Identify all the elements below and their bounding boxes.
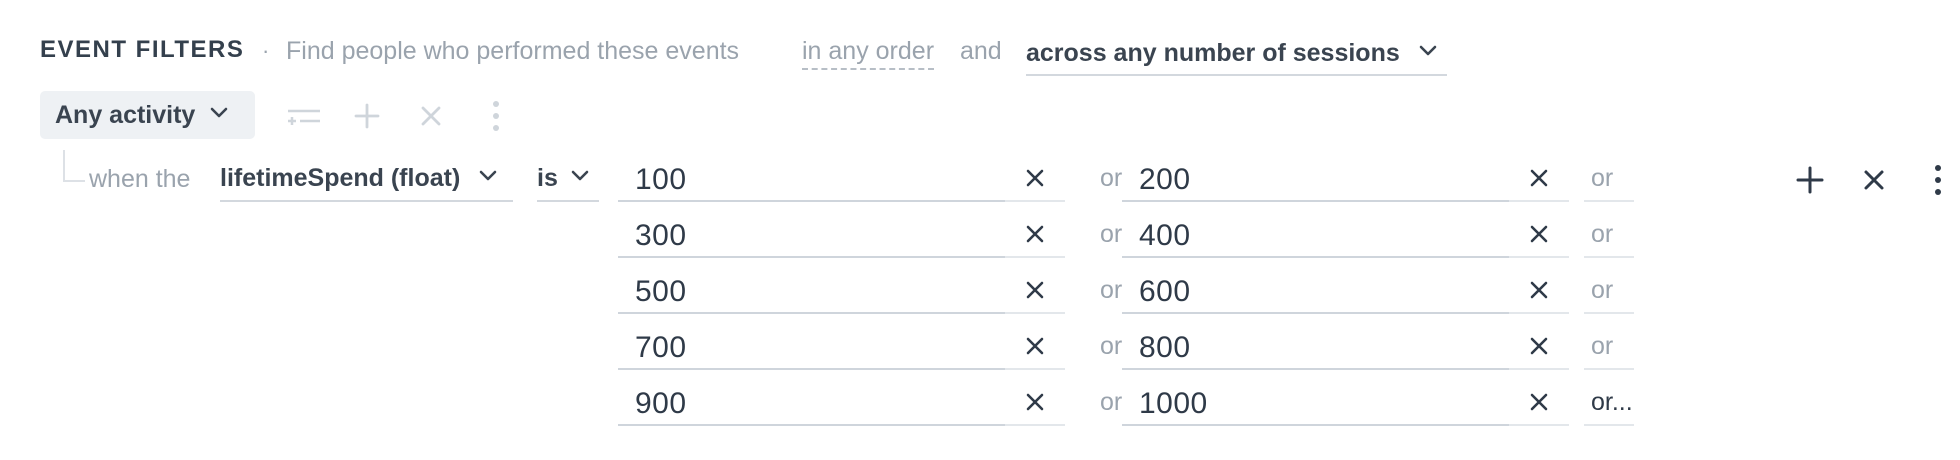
underline xyxy=(1509,256,1569,258)
underline xyxy=(1509,312,1569,314)
value-row: 900 1000 or or... xyxy=(618,380,1638,426)
or-text: or xyxy=(1100,388,1123,416)
add-or-value[interactable]: or xyxy=(1584,156,1634,202)
add-condition-icon[interactable] xyxy=(1790,160,1830,200)
underline xyxy=(1509,424,1569,426)
more-vertical-icon[interactable] xyxy=(1918,160,1958,200)
value-row: 300 400 or or xyxy=(618,212,1638,258)
chevron-down-icon xyxy=(478,169,498,188)
and-text: and xyxy=(960,37,1002,65)
title-separator: · xyxy=(262,38,270,63)
clear-value-icon[interactable] xyxy=(1509,268,1569,312)
or-text: or xyxy=(1100,164,1123,192)
property-dropdown-label: lifetimeSpend (float) xyxy=(220,163,461,192)
value-field[interactable]: 500 xyxy=(618,268,1065,314)
value-field[interactable]: 300 xyxy=(618,212,1065,258)
chevron-down-icon xyxy=(570,169,590,188)
property-dropdown[interactable]: lifetimeSpend (float) xyxy=(220,156,513,202)
chevron-down-icon xyxy=(1418,44,1438,63)
underline xyxy=(1005,312,1065,314)
value-row: 100 200 or or xyxy=(618,156,1638,202)
chevron-down-icon xyxy=(209,106,229,125)
sessions-dropdown-label: across any number of sessions xyxy=(1026,38,1400,67)
activity-dropdown[interactable]: Any activity xyxy=(40,91,255,139)
or-text: or xyxy=(1591,220,1614,248)
section-title: EVENT FILTERS xyxy=(40,36,245,63)
or-text: or... xyxy=(1591,388,1633,416)
value-field[interactable]: 900 xyxy=(618,380,1065,426)
value-field[interactable]: 100 xyxy=(618,156,1065,202)
add-or-value[interactable]: or xyxy=(1584,212,1634,258)
activity-dropdown-label: Any activity xyxy=(55,100,196,129)
underline xyxy=(1005,368,1065,370)
value-text: 1000 xyxy=(1139,387,1208,420)
value-text: 500 xyxy=(635,275,687,308)
underline xyxy=(1005,424,1065,426)
clear-value-icon[interactable] xyxy=(1005,324,1065,368)
add-or-value[interactable]: or xyxy=(1584,268,1634,314)
remove-condition-icon[interactable] xyxy=(1854,160,1894,200)
value-text: 900 xyxy=(635,387,687,420)
value-field[interactable]: 1000 xyxy=(1122,380,1569,426)
value-text: 100 xyxy=(635,163,687,196)
operator-dropdown[interactable]: is xyxy=(537,156,599,202)
filter-icon[interactable] xyxy=(284,96,324,136)
clear-value-icon[interactable] xyxy=(1509,212,1569,256)
clear-value-icon[interactable] xyxy=(1509,324,1569,368)
clear-value-icon[interactable] xyxy=(1509,380,1569,424)
or-text: or xyxy=(1591,276,1614,304)
close-icon[interactable] xyxy=(411,96,451,136)
or-text: or xyxy=(1100,276,1123,304)
value-row: 700 800 or or xyxy=(618,324,1638,370)
value-field[interactable]: 200 xyxy=(1122,156,1569,202)
clear-value-icon[interactable] xyxy=(1509,156,1569,200)
tree-connector xyxy=(63,150,85,182)
section-description: Find people who performed these events xyxy=(286,37,740,65)
value-field[interactable]: 800 xyxy=(1122,324,1569,370)
more-vertical-icon[interactable] xyxy=(476,96,516,136)
plus-icon[interactable] xyxy=(347,96,387,136)
value-field[interactable]: 700 xyxy=(618,324,1065,370)
or-text: or xyxy=(1591,332,1614,360)
or-text: or xyxy=(1100,332,1123,360)
value-text: 400 xyxy=(1139,219,1191,252)
clear-value-icon[interactable] xyxy=(1005,268,1065,312)
clear-value-icon[interactable] xyxy=(1005,212,1065,256)
sessions-dropdown[interactable]: across any number of sessions xyxy=(1026,32,1447,76)
value-text: 800 xyxy=(1139,331,1191,364)
add-or-value[interactable]: or xyxy=(1584,324,1634,370)
event-order-link[interactable]: in any order xyxy=(802,37,935,70)
value-row: 500 600 or or xyxy=(618,268,1638,314)
add-or-value[interactable]: or... xyxy=(1584,380,1634,426)
underline xyxy=(1509,368,1569,370)
operator-dropdown-label: is xyxy=(537,163,558,192)
value-field[interactable]: 400 xyxy=(1122,212,1569,258)
value-text: 700 xyxy=(635,331,687,364)
underline xyxy=(1509,200,1569,202)
value-text: 200 xyxy=(1139,163,1191,196)
or-text: or xyxy=(1591,164,1614,192)
value-text: 300 xyxy=(635,219,687,252)
or-text: or xyxy=(1100,220,1123,248)
underline xyxy=(1005,256,1065,258)
value-text: 600 xyxy=(1139,275,1191,308)
clear-value-icon[interactable] xyxy=(1005,156,1065,200)
underline xyxy=(1005,200,1065,202)
clear-value-icon[interactable] xyxy=(1005,380,1065,424)
when-text: when the xyxy=(89,165,191,193)
value-field[interactable]: 600 xyxy=(1122,268,1569,314)
